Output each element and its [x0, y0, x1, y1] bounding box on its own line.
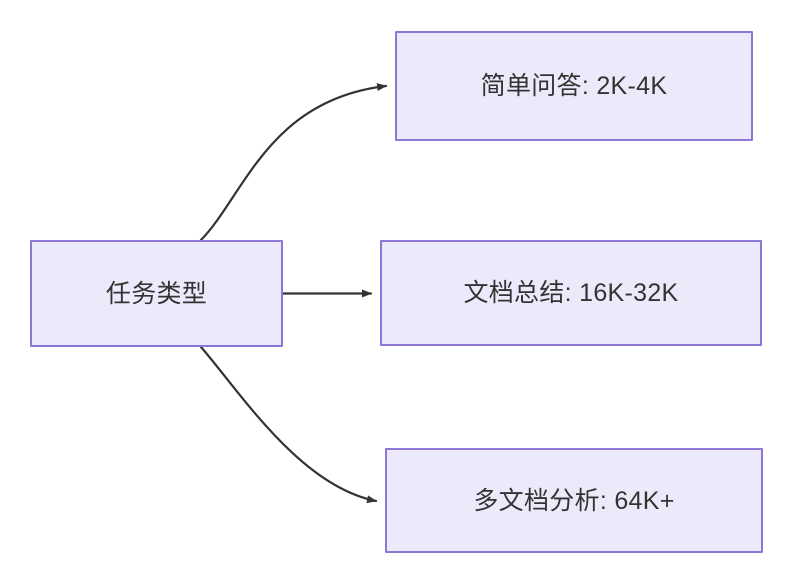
node-simple-qa[interactable]: 简单问答: 2K-4K: [395, 31, 753, 141]
node-doc-summary[interactable]: 文档总结: 16K-32K: [380, 240, 762, 346]
node-task-type-label: 任务类型: [105, 279, 208, 308]
edge-root-to-multi-doc: [199, 345, 378, 504]
node-multi-doc-label: 多文档分析: 64K+: [473, 486, 675, 515]
node-simple-qa-label: 简单问答: 2K-4K: [480, 72, 668, 100]
edge-root-to-simple-qa: [199, 83, 388, 242]
node-task-type[interactable]: 任务类型: [30, 240, 283, 347]
node-doc-summary-label: 文档总结: 16K-32K: [463, 279, 679, 307]
node-multi-doc[interactable]: 多文档分析: 64K+: [385, 448, 763, 553]
